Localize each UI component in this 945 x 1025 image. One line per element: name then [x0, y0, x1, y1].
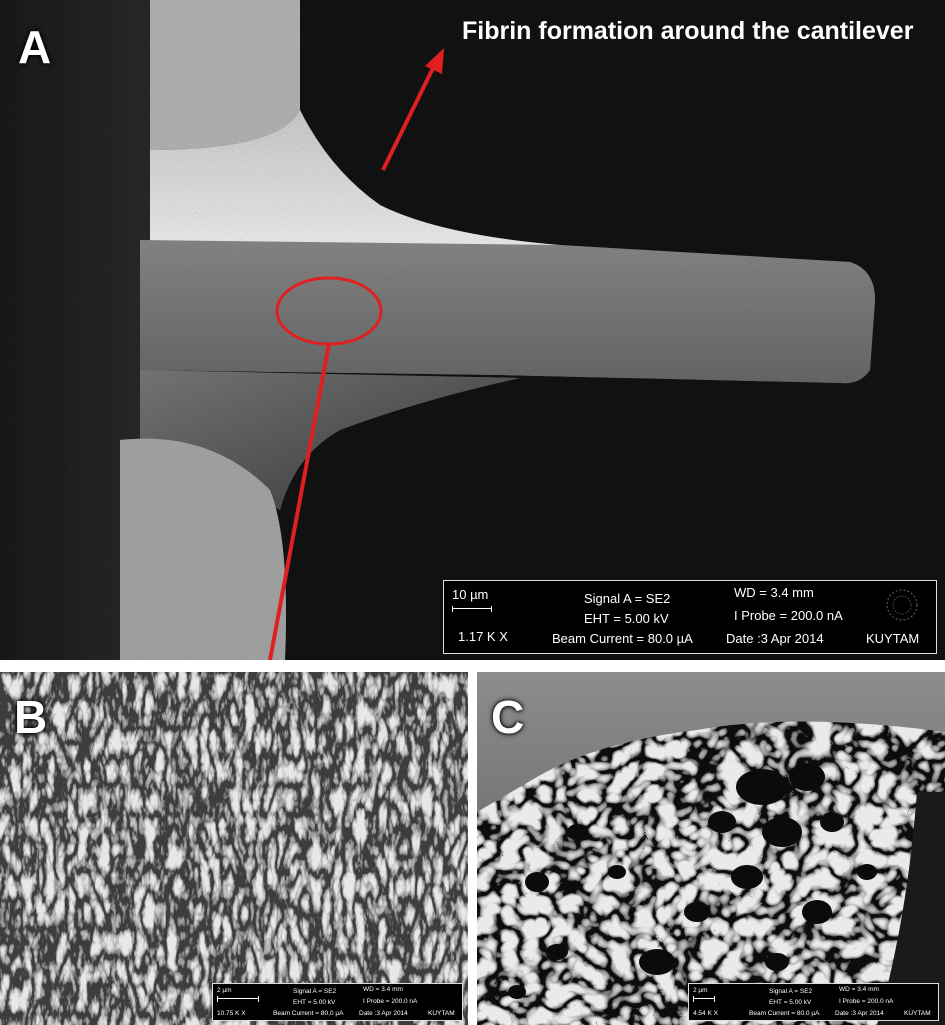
wd-label: WD = 3.4 mm: [363, 986, 403, 993]
magnification-label: 10.75 K X: [217, 1010, 246, 1017]
magnification-label: 4.54 K X: [693, 1010, 718, 1017]
panel-label-c: C: [491, 691, 525, 743]
panel-label-a: A: [18, 21, 52, 73]
annotation-arrow-line: [381, 61, 438, 171]
date-label: Date :3 Apr 2014: [359, 1010, 408, 1017]
eht-label: EHT = 5.00 kV: [769, 999, 812, 1006]
signal-label: Signal A = SE2: [293, 988, 337, 995]
cantilever-sem-image: [0, 0, 875, 660]
sem-logo-icon: [886, 589, 918, 621]
fibrin-network-sem-image: [477, 672, 945, 1025]
beam-current-label: Beam Current = 80.0 µA: [273, 1010, 344, 1017]
date-label: Date :3 Apr 2014: [835, 1010, 884, 1017]
scale-bar: [452, 606, 492, 612]
scale-label: 2 µm: [217, 987, 232, 994]
sem-info-bar-c: 2 µm 4.54 K X Signal A = SE2 EHT = 5.00 …: [688, 983, 939, 1021]
beam-current-label: Beam Current = 80.0 µA: [749, 1010, 820, 1017]
scale-bar: [217, 996, 259, 1002]
sem-panel-a: A Fibrin formation around the cantilever…: [0, 0, 945, 660]
lab-label: KUYTAM: [866, 631, 920, 646]
signal-label: Signal A = SE2: [769, 988, 813, 995]
probe-label: I Probe = 200.0 nA: [839, 998, 894, 1005]
beam-current-label: Beam Current = 80.0 µA: [552, 631, 693, 646]
panel-label-b: B: [14, 691, 48, 743]
probe-label: I Probe = 200.0 nA: [363, 998, 418, 1005]
probe-label: I Probe = 200.0 nA: [734, 608, 843, 623]
sem-info-bar-a: 10 µm 1.17 K X Signal A = SE2 EHT = 5.00…: [443, 580, 937, 654]
signal-label: Signal A = SE2: [584, 591, 671, 606]
date-label: Date :3 Apr 2014: [726, 631, 824, 646]
lab-label: KUYTAM: [428, 1010, 455, 1017]
wd-label: WD = 3.4 mm: [839, 986, 879, 993]
zoom-arrow-line: [268, 343, 331, 660]
sem-info-bar-b: 2 µm 10.75 K X Signal A = SE2 EHT = 5.00…: [212, 983, 463, 1021]
scale-label: 2 µm: [693, 987, 708, 994]
wd-label: WD = 3.4 mm: [734, 585, 814, 600]
sem-panel-c: C 2 µm 4.54 K X Signal A = SE2 EHT = 5.0…: [477, 672, 945, 1025]
fibrin-fiber-sem-image: [0, 672, 468, 1025]
eht-label: EHT = 5.00 kV: [293, 999, 336, 1006]
scale-label: 10 µm: [452, 587, 489, 602]
sem-panel-b: B 2 µm 10.75 K X Signal A = SE2 EHT = 5.…: [0, 672, 468, 1025]
annotation-arrowhead: [425, 48, 444, 74]
eht-label: EHT = 5.00 kV: [584, 611, 669, 626]
magnification-label: 1.17 K X: [458, 629, 508, 644]
fibrin-annotation-text: Fibrin formation around the cantilever: [462, 17, 914, 45]
scale-bar: [693, 996, 715, 1002]
lab-label: KUYTAM: [904, 1010, 931, 1017]
